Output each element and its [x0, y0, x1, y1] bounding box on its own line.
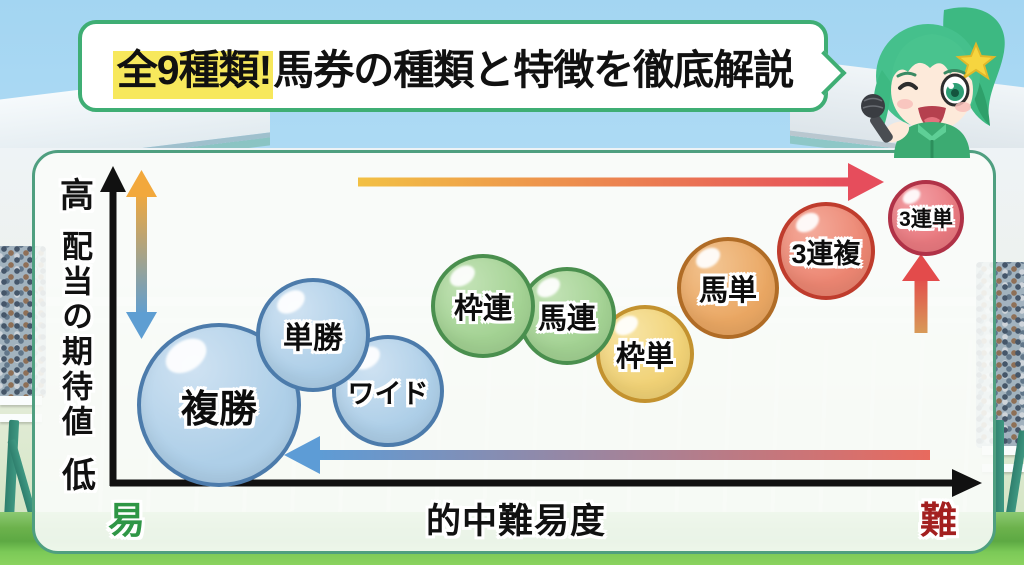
brow-left: [896, 71, 917, 78]
x-axis-easy-label: 易: [108, 500, 145, 541]
jacket-collar: [918, 124, 946, 142]
pupil: [951, 89, 959, 97]
title-banner: 全9種類!馬券の種類と特徴を徹底解説: [78, 20, 847, 112]
y-axis-high-label: 高: [60, 177, 94, 215]
brow-right: [943, 69, 966, 75]
fence-rail: [0, 396, 42, 405]
x-axis-title: 的中難易度: [425, 502, 607, 541]
fence-post: [994, 420, 1004, 546]
microphone-mesh: [862, 97, 884, 109]
y-axis-low-label: 低: [62, 457, 96, 495]
microphone-handle: [870, 114, 893, 143]
fence-rail: [0, 414, 42, 422]
star-icon: [955, 41, 997, 81]
blush-right: [955, 102, 971, 112]
title-highlight: 全9種類!: [112, 47, 274, 99]
blush-left: [897, 99, 913, 109]
wink-eye: [898, 82, 918, 90]
page-title: 全9種類!馬券の種類と特徴を徹底解説: [112, 36, 794, 99]
announcer-girl-mascot: [861, 7, 1005, 158]
eye-highlight: [948, 83, 954, 89]
title-rest: 馬券の種類と特徴を徹底解説: [273, 47, 794, 93]
y-axis-title: 配当の期待値: [57, 230, 92, 440]
x-axis-hard-label: 難: [920, 500, 957, 541]
